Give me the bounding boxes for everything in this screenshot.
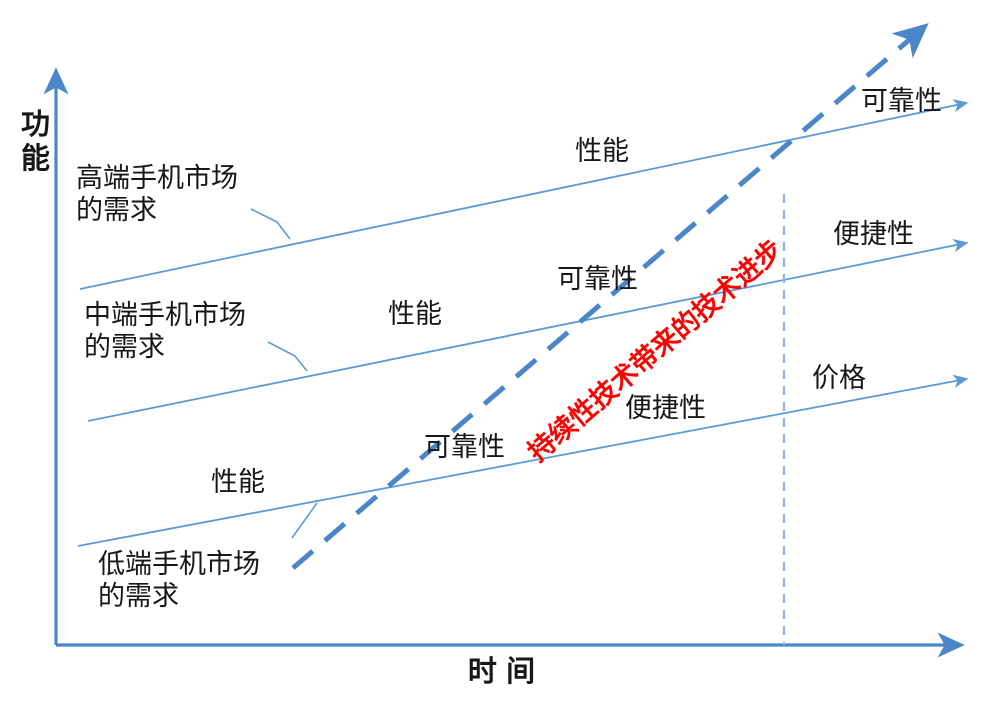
leader-line-low-end [291,502,318,539]
technology-progress-dashed-arrow [291,23,929,570]
attribute-label-low-end-convenience: 便捷性 [625,393,706,423]
x-axis-title: 时 间 [467,656,537,688]
segment-label-mid-range: 中端手机市场 的需求 [84,300,246,364]
attribute-label-mid-range-performance: 性能 [388,299,442,329]
y-axis-title: 功 能 [14,108,58,176]
attribute-label-mid-range-convenience: 便捷性 [833,219,914,249]
attribute-label-high-end-performance: 性能 [575,136,629,166]
segment-label-low-end-line2: 的需求 [98,580,179,611]
attribute-label-low-end-price: 价格 [812,363,866,393]
segment-label-low-end-line1: 低端手机市场 [98,549,260,579]
trend-line-low-end [77,374,969,547]
attribute-label-mid-range-reliability: 可靠性 [557,264,638,294]
segment-label-low-end: 低端手机市场 的需求 [98,549,260,613]
segment-label-high-end: 高端手机市场 的需求 [76,163,238,227]
attribute-label-low-end-performance: 性能 [211,467,265,497]
attribute-label-high-end-reliability: 可靠性 [861,86,942,116]
trend-line-high-end [79,99,969,290]
segment-label-mid-range-line2: 的需求 [84,331,165,362]
leader-line-mid-range [267,341,308,372]
attribute-label-low-end-reliability: 可靠性 [424,432,505,462]
y-axis-title-char-1: 功 [20,109,51,141]
segment-label-mid-range-line1: 中端手机市场 [84,300,246,330]
segment-label-high-end-line2: 的需求 [76,194,157,225]
segment-label-high-end-line1: 高端手机市场 [76,163,238,193]
trend-line-mid-range [87,238,969,422]
y-axis-title-char-2: 能 [20,143,51,176]
leader-line-high-end [250,208,291,240]
